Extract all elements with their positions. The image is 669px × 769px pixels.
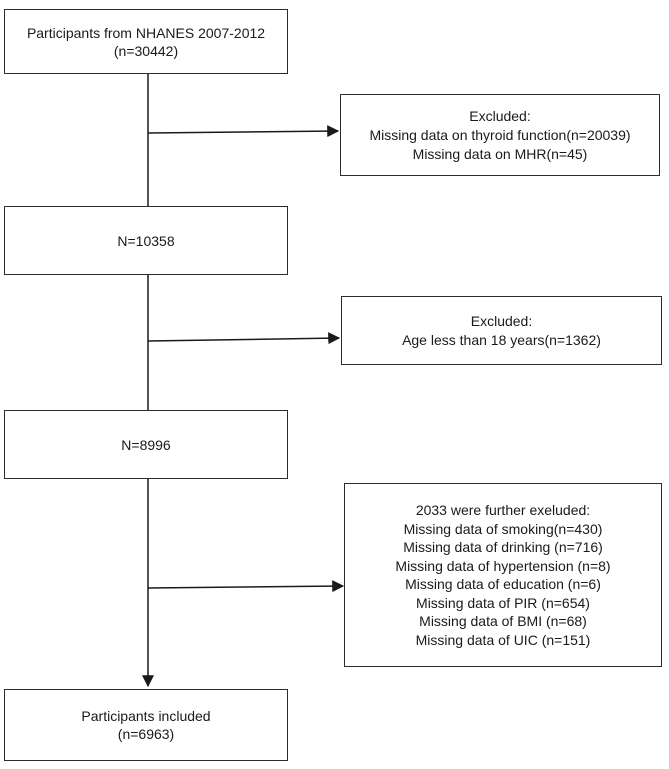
exclusion2-arrow [147,332,341,345]
step1-box: N=10358 [4,206,288,275]
step2-box-count: N=8996 [121,436,171,453]
final-box: Participants included (n=6963) [4,689,288,761]
exclusion3-item-drinking: Missing data of drinking (n=716) [403,539,603,555]
start-box-count: (n=30442) [113,42,179,59]
exclusion2-heading: Excluded: [470,312,533,329]
exclusion3-box: 2033 were further exeluded: Missing data… [344,483,662,667]
exclusion3-item-bmi: Missing data of BMI (n=68) [419,613,587,629]
step2-box: N=8996 [4,410,288,479]
exclusion1-heading: Excluded: [469,107,531,124]
exclusion1-item-mhr: Missing data on MHR(n=45) [412,145,588,162]
final-box-title: Participants included [81,708,211,724]
final-box-count: (n=6963) [117,726,175,742]
exclusion1-item-thyroid: Missing data on thyroid function(n=20039… [369,126,631,143]
exclusion3-item-hypertension: Missing data of hypertension (n=8) [395,557,611,574]
exclusion3-item-pir: Missing data of PIR (n=654) [416,594,590,611]
exclusion3-arrow [147,580,345,593]
exclusion2-box: Excluded: Age less than 18 years(n=1362) [341,296,662,365]
exclusion3-item-smoking: Missing data of smoking(n=430) [403,520,603,537]
exclusion1-box: Excluded: Missing data on thyroid functi… [340,94,660,176]
exclusion3-item-education: Missing data of education (n=6) [405,576,601,592]
exclusion1-arrow [147,125,340,138]
start-box-title: Participants from NHANES 2007-2012 [26,24,266,41]
start-box: Participants from NHANES 2007-2012 (n=30… [4,9,288,74]
exclusion3-item-uic: Missing data of UIC (n=151) [415,631,591,648]
step1-box-count: N=10358 [117,232,175,249]
exclusion3-heading: 2033 were further exeluded: [415,502,591,518]
exclusion2-item-age: Age less than 18 years(n=1362) [402,331,601,348]
